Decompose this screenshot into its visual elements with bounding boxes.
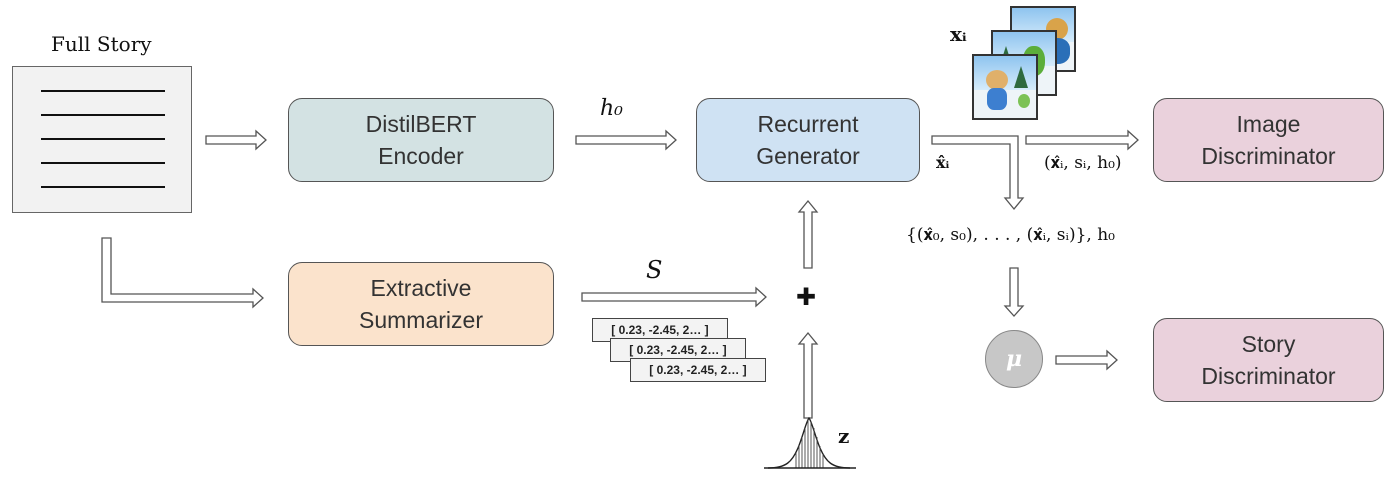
image-discriminator-box: Image Discriminator: [1153, 98, 1384, 182]
arrow-set-to-mu: [1003, 267, 1025, 317]
arrow-encoder-to-generator: [575, 129, 677, 151]
arrow-generator-to-set: [931, 135, 1025, 211]
story-set-label: {(𝐱̂₀, s₀), . . . , (𝐱̂ᵢ, sᵢ)}, h₀: [906, 225, 1115, 245]
arrow-doc-to-summarizer: [101, 237, 264, 309]
arrow-to-image-discriminator: [1025, 129, 1139, 151]
arrow-doc-to-encoder: [205, 129, 267, 151]
arrow-summarizer-to-plus: [581, 286, 767, 308]
arrow-mu-to-story-discriminator: [1055, 349, 1118, 371]
arrow-plus-to-generator: [797, 199, 819, 269]
s-label: S: [646, 256, 663, 284]
summary-vector: [ 0.23, -2.45, 2… ]: [630, 358, 766, 382]
x-i-label: 𝐱ᵢ: [950, 22, 967, 46]
xhat-i-label: 𝐱̂ᵢ: [936, 153, 950, 172]
plus-icon: ✚: [796, 283, 817, 311]
z-label: 𝐳: [838, 424, 850, 448]
arrow-z-to-plus: [797, 331, 819, 419]
mean-pool-node: μ: [985, 330, 1043, 388]
extractive-summarizer-box: Extractive Summarizer: [288, 262, 554, 346]
distilbert-encoder-box: DistilBERT Encoder: [288, 98, 554, 182]
h0-label: h₀: [600, 96, 623, 121]
story-discriminator-box: Story Discriminator: [1153, 318, 1384, 402]
image-disc-input-label: (𝐱̂ᵢ, sᵢ, h₀): [1044, 153, 1122, 173]
recurrent-generator-box: Recurrent Generator: [696, 98, 920, 182]
document-icon: [12, 66, 192, 213]
full-story-title: Full Story: [51, 32, 152, 56]
